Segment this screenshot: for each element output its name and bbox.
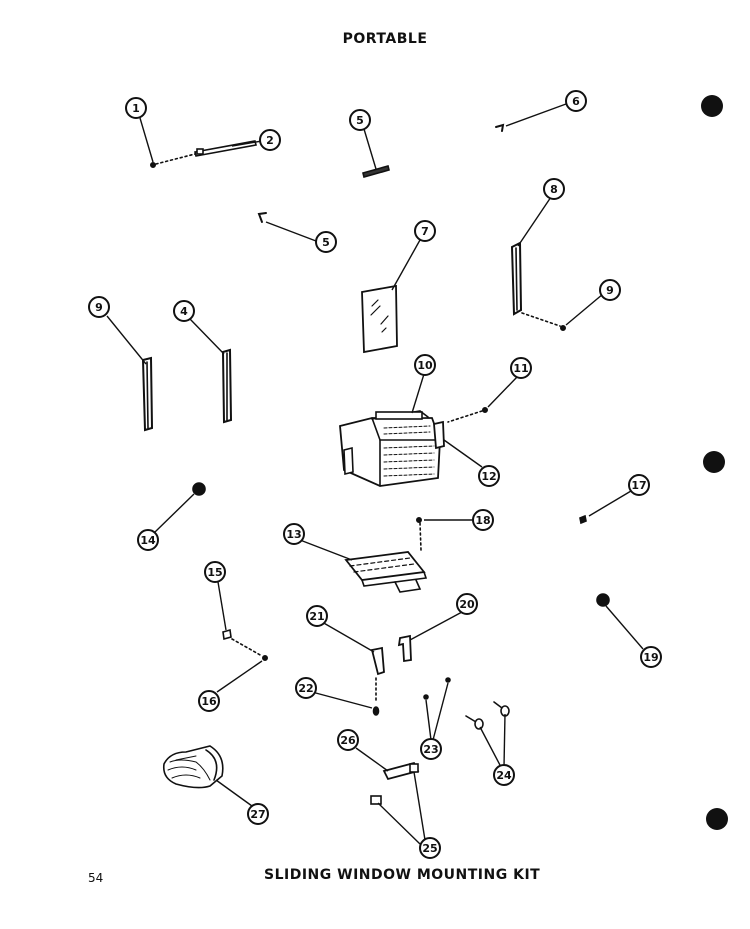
callout-13: 13 bbox=[283, 523, 305, 545]
part-clip-15 bbox=[222, 628, 232, 641]
part-bracket-top bbox=[495, 123, 505, 132]
callout-14: 14 bbox=[137, 529, 159, 551]
callout-label: 18 bbox=[475, 514, 490, 527]
callout-12: 12 bbox=[478, 465, 500, 487]
part-screw-16 bbox=[231, 638, 268, 661]
callout-label: 6 bbox=[572, 95, 580, 108]
callout-label: 12 bbox=[481, 470, 496, 483]
callout-21: 21 bbox=[306, 605, 328, 627]
callout-25: 25 bbox=[419, 837, 441, 859]
callout-8: 8 bbox=[543, 178, 565, 200]
callout-9: 9 bbox=[599, 279, 621, 301]
part-foam-roll bbox=[162, 745, 224, 789]
part-vertical-bar-center bbox=[221, 348, 233, 424]
callout-label: 25 bbox=[422, 842, 437, 855]
callout-22: 22 bbox=[295, 677, 317, 699]
callout-27: 27 bbox=[247, 803, 269, 825]
callout-label: 10 bbox=[417, 359, 433, 372]
part-bracket-left bbox=[257, 212, 267, 223]
callout-15: 15 bbox=[204, 561, 226, 583]
callout-label: 23 bbox=[423, 743, 438, 756]
callout-26: 26 bbox=[337, 729, 359, 751]
callout-label: 4 bbox=[180, 305, 188, 318]
callout-label: 19 bbox=[643, 651, 658, 664]
callout-2: 2 bbox=[259, 129, 281, 151]
callout-label: 1 bbox=[132, 102, 140, 115]
callout-11: 11 bbox=[510, 357, 532, 379]
part-screw-18 bbox=[415, 516, 422, 551]
callout-7: 7 bbox=[414, 220, 436, 242]
callout-24: 24 bbox=[493, 764, 515, 786]
callout-label: 7 bbox=[421, 225, 429, 238]
callout-label: 11 bbox=[513, 362, 528, 375]
callout-label: 9 bbox=[95, 301, 103, 314]
part-glass-panel bbox=[361, 284, 398, 354]
part-side-channel bbox=[510, 241, 566, 331]
part-angle-bracket-20 bbox=[397, 634, 412, 663]
page-number: 54 bbox=[88, 871, 104, 885]
part-screws-23 bbox=[423, 677, 451, 700]
callout-17: 17 bbox=[628, 474, 650, 496]
callout-label: 2 bbox=[266, 134, 274, 147]
binder-hole-middle bbox=[703, 451, 725, 473]
diagram-title: PORTABLE bbox=[342, 31, 428, 47]
part-washer-screws-24 bbox=[465, 701, 510, 730]
part-small-plate bbox=[362, 165, 390, 178]
callout-label: 27 bbox=[250, 808, 265, 821]
callout-23: 23 bbox=[420, 738, 442, 760]
callout-5: 5 bbox=[315, 231, 337, 253]
callout-9: 9 bbox=[88, 296, 110, 318]
callout-5: 5 bbox=[349, 109, 371, 131]
callout-label: 26 bbox=[340, 734, 356, 747]
callout-label: 15 bbox=[207, 566, 222, 579]
callout-16: 16 bbox=[198, 690, 220, 712]
part-clip-17 bbox=[579, 514, 587, 525]
part-bracket-12 bbox=[433, 420, 445, 450]
callout-label: 8 bbox=[550, 183, 558, 196]
callout-6: 6 bbox=[565, 90, 587, 112]
callout-label: 14 bbox=[140, 534, 156, 547]
part-blocks-25-26 bbox=[370, 761, 420, 805]
binder-hole-top bbox=[701, 95, 723, 117]
callout-label: 21 bbox=[309, 610, 324, 623]
callout-4: 4 bbox=[173, 300, 195, 322]
callout-label: 9 bbox=[606, 284, 614, 297]
part-foam-plug bbox=[192, 482, 206, 496]
callout-label: 16 bbox=[201, 695, 217, 708]
part-ac-unit bbox=[339, 410, 441, 487]
callout-10: 10 bbox=[414, 354, 436, 376]
part-support-bracket bbox=[344, 551, 428, 593]
binder-hole-bottom bbox=[706, 808, 728, 830]
callout-1: 1 bbox=[125, 97, 147, 119]
part-screw-22 bbox=[372, 677, 380, 716]
callout-label: 17 bbox=[631, 479, 646, 492]
leader-lines bbox=[106, 103, 644, 845]
callout-label: 13 bbox=[286, 528, 301, 541]
callout-19: 19 bbox=[640, 646, 662, 668]
part-angle-bracket-21 bbox=[370, 646, 385, 676]
callout-20: 20 bbox=[456, 593, 478, 615]
callout-label: 22 bbox=[298, 682, 313, 695]
part-screw-11 bbox=[447, 406, 488, 423]
callout-label: 5 bbox=[356, 114, 364, 127]
part-vertical-bar-left bbox=[141, 356, 154, 432]
callout-18: 18 bbox=[472, 509, 494, 531]
part-foam-plug-19 bbox=[596, 593, 610, 607]
callout-label: 24 bbox=[496, 769, 512, 782]
callout-label: 20 bbox=[459, 598, 475, 611]
diagram-caption: SLIDING WINDOW MOUNTING KIT bbox=[264, 867, 541, 883]
callout-label: 5 bbox=[322, 236, 330, 249]
